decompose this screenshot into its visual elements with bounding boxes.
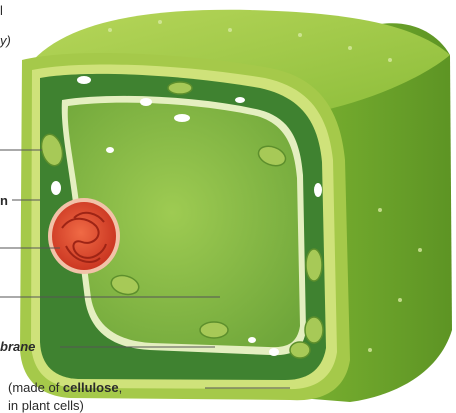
nucleus-label-fragment: n <box>0 194 8 207</box>
cell-wall-label-line2: in plant cells) <box>8 399 84 412</box>
cell-wall-label-prefix: (made of <box>8 380 63 395</box>
cell-wall-label: (made of cellulose, <box>8 381 122 394</box>
cell-wall-label-cellulose: cellulose <box>63 380 119 395</box>
top-label-fragment-1: l <box>0 4 3 17</box>
membrane-label: brane <box>0 340 35 353</box>
top-label-fragment-2: y) <box>0 34 11 47</box>
nucleus <box>48 198 120 274</box>
cell-wall-label-suffix: , <box>119 380 123 395</box>
